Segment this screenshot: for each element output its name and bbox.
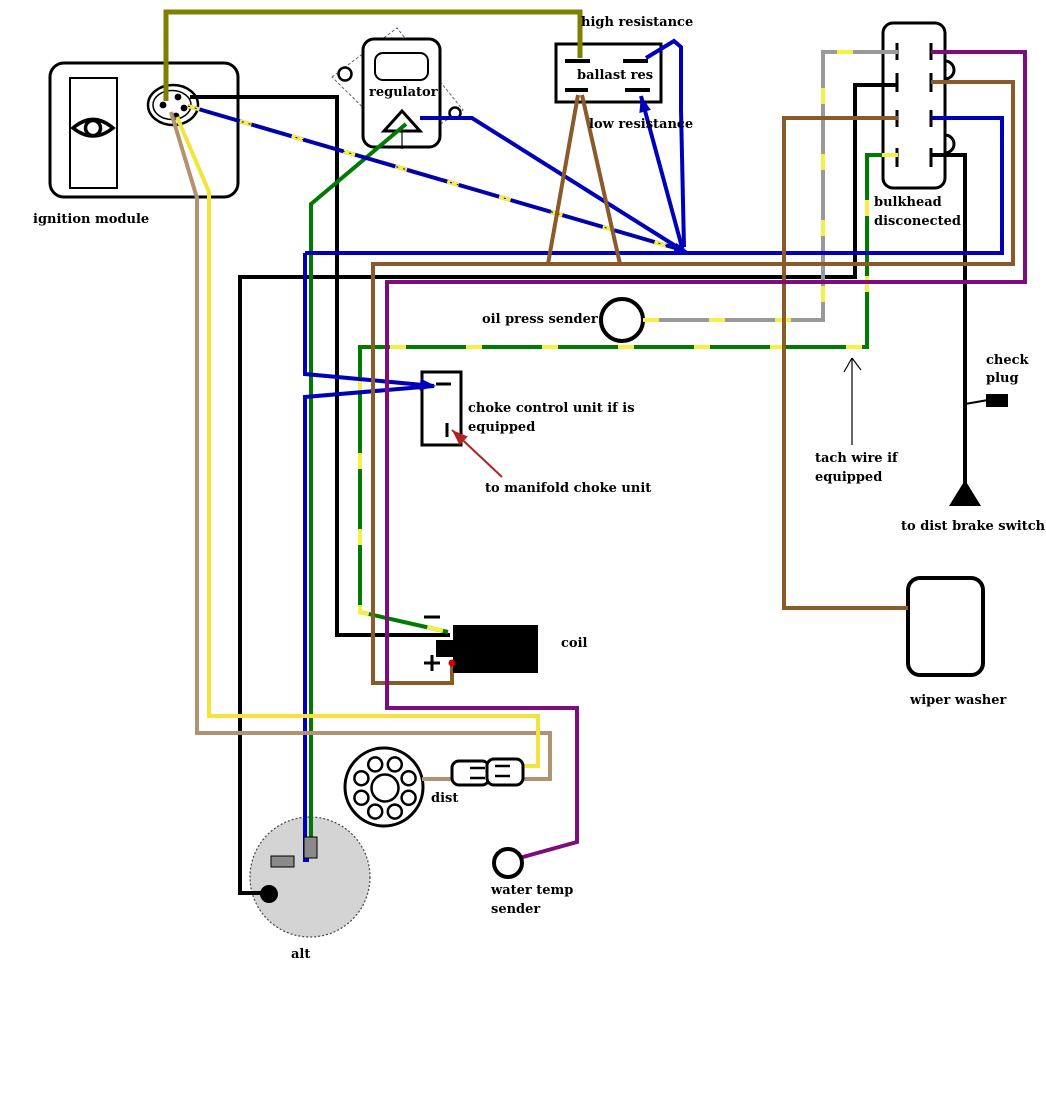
label-dist: dist <box>431 791 459 806</box>
label-high-resistance: high resistance <box>581 15 694 30</box>
label-plug: plug <box>986 371 1019 386</box>
regulator-box <box>331 27 464 149</box>
blue-wire-ignition-to-junction <box>187 105 683 251</box>
olive-wire-ignition-to-ballast <box>163 9 583 101</box>
label-ballast-res: ballast res <box>577 68 654 83</box>
coil-icon <box>424 615 538 673</box>
blue-wire-junction-to-ballast-arrowhead <box>639 96 651 114</box>
black-wire-check-plug-stub <box>964 399 989 405</box>
gray-wire-oil-sender-to-bulkhead <box>643 50 898 322</box>
brown-wire-bulkhead-to-wiper <box>782 116 908 610</box>
blue-wire-regulator-to-junction <box>420 116 684 252</box>
label-water-temp-line2: sender <box>491 902 541 917</box>
ignition-module-box <box>48 61 240 199</box>
label-regulator: regulator <box>369 85 438 100</box>
distributor-icon <box>343 746 425 828</box>
blue-wire-ballast-loop <box>644 38 686 248</box>
label-oil-press-sender: oil press sender <box>482 312 598 327</box>
label-check: check <box>986 353 1029 368</box>
yellow-wire-ignition-to-connector <box>175 116 540 768</box>
black-wire-ignition-to-coil <box>190 95 450 637</box>
label-choke-line1: choke control unit if is <box>468 401 635 416</box>
label-to-manifold: to manifold choke unit <box>485 481 652 496</box>
label-bulkhead-line2: disconected <box>874 214 961 229</box>
blue-wire-junction-to-ballast <box>639 95 685 252</box>
wiper-washer-box <box>906 576 985 677</box>
brown-wire-ballast-leg-right <box>580 94 622 265</box>
label-tach-line1: tach wire if <box>815 451 898 466</box>
label-coil: coil <box>561 636 588 651</box>
alternator-terminals <box>260 836 318 903</box>
label-low-resistance: low resistance <box>589 117 694 132</box>
label-bulkhead-line1: bulkhead <box>874 195 942 210</box>
tach-wire-arrow <box>843 357 862 445</box>
green-wire-regulator-to-alt <box>309 122 408 840</box>
tan-wire-ignition-to-connector <box>169 111 552 781</box>
ballast-resistor-box <box>554 42 663 104</box>
blue-wire-main-to-bulkhead <box>305 116 1004 255</box>
oil-press-sender-icon <box>599 297 645 343</box>
label-to-dist-brake: to dist brake switch <box>901 519 1046 534</box>
blue-wire-choke-to-alt-arrowhead <box>419 378 436 391</box>
label-alt: alt <box>291 947 311 962</box>
alternator-ground-post <box>260 885 278 903</box>
blue-wire-choke-to-alt <box>303 253 435 862</box>
black-wire-alt-to-bulkhead <box>238 83 898 895</box>
red-arrow-to-manifold-arrowhead <box>452 430 468 446</box>
water-temp-sender-icon <box>492 847 524 879</box>
check-plug-icon <box>986 394 1008 407</box>
eye-icon <box>70 117 116 138</box>
label-water-temp-line1: water temp <box>491 883 574 898</box>
coil-plus-terminal <box>424 655 440 671</box>
label-choke-line2: equipped <box>468 420 536 435</box>
bulkhead-connector <box>881 21 956 190</box>
brown-wire-ballast-leg-left <box>546 94 580 265</box>
brake-switch-cone-icon <box>949 480 981 506</box>
purple-wire-bulkhead-to-water-temp <box>385 50 1027 862</box>
brown-wire-coil-to-bulkhead <box>371 80 1015 685</box>
label-ignition-module: ignition module <box>33 212 150 227</box>
alternator-icon <box>249 816 371 938</box>
ignition-connector-icon <box>146 83 200 127</box>
blue-wire-main-to-bulkhead-arrowhead <box>672 242 690 255</box>
dist-connector-icon <box>450 757 525 787</box>
black-wire-bulkhead-to-brake-switch <box>931 153 967 484</box>
label-wiper-washer: wiper washer <box>910 693 1007 708</box>
label-tach-line2: equipped <box>815 470 883 485</box>
